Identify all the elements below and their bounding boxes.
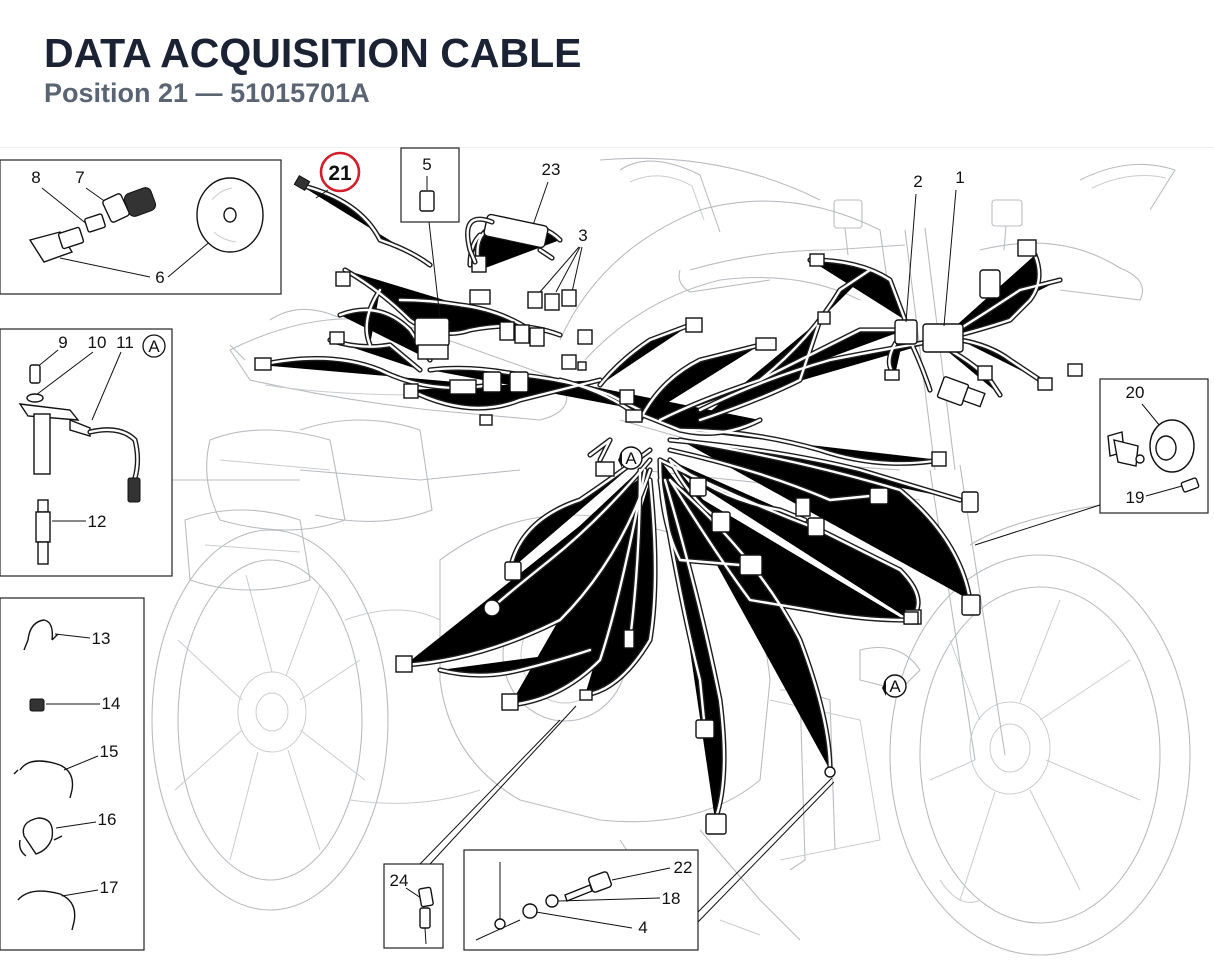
harness-connectors (254, 174, 1083, 835)
callout-5-fuse-inset: 5 (400, 147, 460, 319)
callout-3: 3 (527, 226, 588, 311)
svg-text:1: 1 (955, 168, 964, 187)
svg-text:23: 23 (542, 160, 561, 179)
marker-a-2: A (882, 674, 907, 698)
svg-text:3: 3 (578, 226, 587, 245)
svg-text:12: 12 (88, 512, 107, 531)
page-title: DATA ACQUISITION CABLE (44, 30, 582, 76)
inset-9-10-11-12: 9 10 11 A 12 (0, 328, 173, 577)
svg-text:4: 4 (638, 918, 647, 937)
svg-text:17: 17 (100, 878, 119, 897)
subtitle-position: Position 21 (44, 78, 189, 108)
callout-21[interactable]: 21 (315, 151, 361, 199)
svg-text:5: 5 (422, 155, 431, 174)
svg-text:6: 6 (155, 268, 164, 287)
inset-4-18-22: 22 18 4 (463, 777, 835, 951)
svg-text:15: 15 (100, 742, 119, 761)
svg-text:10: 10 (88, 333, 107, 352)
svg-text:20: 20 (1126, 383, 1145, 402)
svg-text:9: 9 (58, 333, 67, 352)
svg-text:13: 13 (92, 629, 111, 648)
svg-text:11: 11 (116, 333, 134, 352)
subtitle-separator: — (195, 78, 223, 108)
page-subtitle: Position 21 — 51015701A (44, 78, 370, 109)
svg-text:A: A (148, 337, 160, 356)
svg-text:16: 16 (98, 810, 117, 829)
svg-text:19: 19 (1126, 488, 1145, 507)
wiring-harness: A A (254, 174, 1083, 835)
marker-a-1: A (618, 446, 643, 470)
svg-text:2: 2 (913, 172, 922, 191)
svg-text:18: 18 (662, 889, 681, 908)
svg-text:8: 8 (31, 168, 40, 187)
svg-text:7: 7 (75, 168, 84, 187)
svg-text:A: A (889, 677, 901, 696)
svg-text:14: 14 (102, 694, 121, 713)
inset-6-7-8: 8 7 6 (0, 159, 282, 295)
header: DATA ACQUISITION CABLE Position 21 — 510… (0, 0, 1214, 148)
svg-text:21: 21 (328, 162, 352, 185)
svg-text:24: 24 (390, 871, 409, 890)
inset-19-20-horn: 20 19 (974, 378, 1209, 546)
callout-1: 1 (943, 168, 965, 327)
svg-text:22: 22 (674, 858, 693, 877)
callout-23: 23 (465, 160, 561, 265)
svg-text:A: A (625, 449, 637, 468)
inset-13-17-clips: 13 14 15 16 17 (0, 597, 145, 951)
inset-24: 24 (383, 705, 577, 949)
subtitle-part-code: 51015701A (230, 78, 370, 108)
callout-2: 2 (905, 172, 923, 323)
